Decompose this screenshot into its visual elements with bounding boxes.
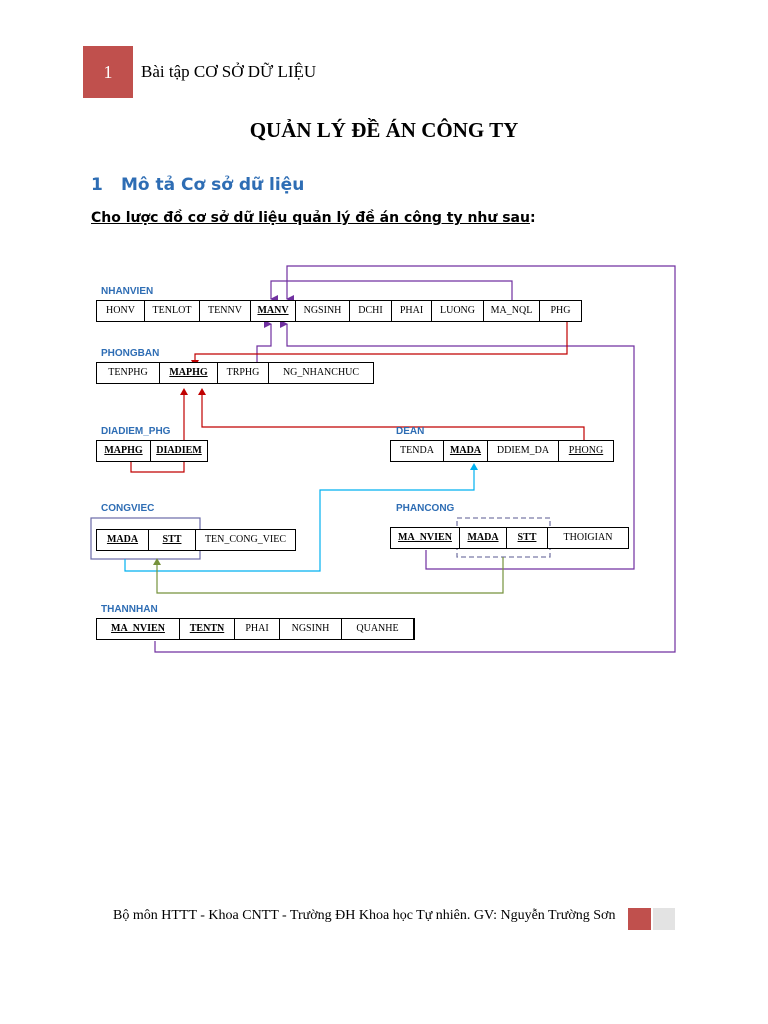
column-mada: MADA: [97, 530, 149, 550]
intro-paragraph: Cho lược đồ cơ sở dữ liệu quản lý đề án …: [91, 210, 536, 226]
arrow-phancong-congviec: [156, 557, 504, 594]
arrow-trphg-manv: [256, 320, 272, 362]
arrow-phancong-manv: [280, 320, 635, 570]
column-maphg: MAPHG: [160, 363, 218, 383]
table-name-phancong: PHANCONG: [396, 503, 455, 514]
column-ddiem-da: DDIEM_DA: [488, 441, 559, 461]
column-dchi: DCHI: [350, 301, 392, 321]
document-title: QUẢN LÝ ĐỀ ÁN CÔNG TY: [249, 118, 519, 142]
column-ma-nvien: MA_NVIEN: [391, 528, 460, 548]
column-mada: MADA: [444, 441, 488, 461]
arrow-phong-maphg: [201, 393, 585, 440]
footer-gray-block: [653, 908, 675, 930]
column-phong: PHONG: [568, 445, 604, 456]
footer-text: Bộ môn HTTT - Khoa CNTT - Trường ĐH Khoa…: [113, 908, 616, 923]
column-ma-nql: MA_NQL: [484, 301, 540, 321]
arrow-thannhan-manv: [154, 265, 676, 653]
column-tenlot: TENLOT: [145, 301, 200, 321]
column-manv: MANV: [251, 301, 296, 321]
column-ngsinh: NGSINH: [296, 301, 350, 321]
column-ngsinh: NGSINH: [280, 619, 342, 639]
column-trphg: TRPHG: [218, 363, 269, 383]
table-thannhan: MA_NVIEN TENTN PHAI NGSINH QUANHE: [96, 618, 415, 640]
column-mada: MADA: [460, 528, 507, 548]
table-congviec: MADA STT TEN_CONG_VIEC: [96, 529, 296, 551]
column-ng-nhanchuc: NG_NHANCHUC: [282, 367, 360, 378]
section-number: 1: [91, 175, 103, 195]
arrow-ma-nql-manv: [270, 280, 513, 303]
column-tenphg: TENPHG: [97, 363, 160, 383]
column-diadiem: DIADIEM: [156, 445, 202, 456]
arrow-phg-maphg: [194, 321, 568, 361]
section-title: Mô tả Cơ sở dữ liệu: [121, 175, 305, 195]
column-phg: PHG: [550, 305, 571, 316]
column-stt: STT: [507, 528, 548, 548]
table-name-thannhan: THANNHAN: [101, 604, 158, 615]
column-phai: PHAI: [235, 619, 280, 639]
footer-red-block: [628, 908, 651, 930]
arrow-diadiem-maphg: [130, 393, 185, 473]
table-name-nhanvien: NHANVIEN: [101, 286, 154, 297]
column-ten-cong-viec: TEN_CONG_VIEC: [204, 534, 287, 545]
column-thoigian: THOIGIAN: [563, 532, 613, 543]
column-quanhe: QUANHE: [356, 623, 399, 634]
column-ma-nvien: MA_NVIEN: [97, 619, 180, 639]
table-diadiem-phg: MAPHG DIADIEM: [96, 440, 208, 462]
table-phancong: MA_NVIEN MADA STT THOIGIAN: [390, 527, 629, 549]
table-phongban: TENPHG MAPHG TRPHG NG_NHANCHUC: [96, 362, 374, 384]
column-tentn: TENTN: [180, 619, 235, 639]
table-name-diadiem-phg: DIADIEM_PHG: [101, 426, 171, 437]
page-number-box: 1: [83, 46, 133, 98]
column-maphg: MAPHG: [97, 441, 151, 461]
intro-text: Cho lược đồ cơ sở dữ liệu quản lý đề án …: [91, 210, 530, 226]
column-tenda: TENDA: [391, 441, 444, 461]
table-name-congviec: CONGVIEC: [101, 503, 155, 514]
column-stt: STT: [149, 530, 196, 550]
column-luong: LUONG: [432, 301, 484, 321]
table-nhanvien: HONV TENLOT TENNV MANV NGSINH DCHI PHAI …: [96, 300, 582, 322]
section-heading: 1 Mô tả Cơ sở dữ liệu: [91, 175, 304, 195]
table-name-phongban: PHONGBAN: [101, 348, 160, 359]
intro-colon: :: [529, 210, 536, 226]
column-honv: HONV: [97, 301, 145, 321]
column-phai: PHAI: [392, 301, 432, 321]
header-title: Bài tập CƠ SỞ DỮ LIỆU: [141, 62, 317, 81]
arrow-congviec-mada-dean: [124, 468, 475, 572]
table-dean: TENDA MADA DDIEM_DA PHONG: [390, 440, 614, 462]
column-tennv: TENNV: [200, 301, 251, 321]
table-name-dean: DEAN: [396, 426, 425, 437]
